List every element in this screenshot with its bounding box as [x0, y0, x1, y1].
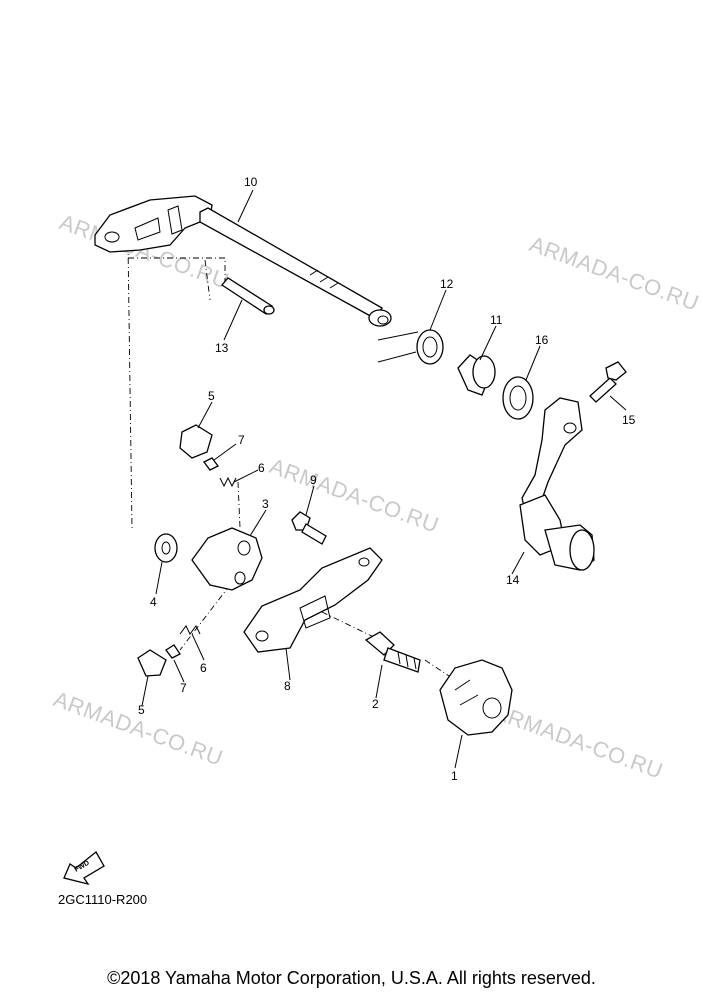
callout-8: 8: [284, 679, 291, 693]
watermark: ARMADA-CO.RU: [266, 453, 442, 537]
fwd-arrow-icon: FWD: [63, 851, 105, 886]
callout-5-lower: 5: [138, 703, 145, 717]
spring-6-upper: [219, 476, 237, 488]
callout-12: 12: [440, 277, 454, 291]
spring-6-lower: [179, 625, 201, 635]
bolt-2: [364, 631, 421, 673]
bolt-15: [589, 361, 627, 403]
watermark: ARMADA-CO.RU: [490, 699, 666, 783]
callout-11: 11: [490, 313, 503, 327]
pin: [221, 277, 275, 315]
callout-7-upper: 7: [238, 433, 245, 447]
screw-9: [291, 511, 327, 545]
leader-lines: [141, 189, 627, 769]
segment: [191, 527, 263, 591]
diagram-code: 2GC1110-R200: [58, 892, 148, 907]
spring: [377, 329, 444, 365]
callout-2: 2: [372, 697, 379, 711]
callout-1: 1: [451, 769, 458, 783]
callout-4: 4: [150, 595, 157, 609]
stopper-plate: [243, 547, 383, 653]
callout-5-upper: 5: [208, 389, 215, 403]
callout-7-lower: 7: [180, 681, 187, 695]
roller-upper: [179, 424, 213, 459]
callout-6-upper: 6: [258, 461, 265, 475]
washer: [154, 533, 178, 563]
callout-3: 3: [262, 497, 269, 511]
collar: [457, 354, 496, 396]
callout-15: 15: [622, 413, 636, 427]
callout-16: 16: [535, 333, 549, 347]
roller-lower: [137, 649, 167, 677]
pin-7-lower: [165, 644, 181, 659]
oil-seal: [502, 376, 534, 420]
callout-14: 14: [506, 573, 520, 587]
callout-9: 9: [310, 473, 317, 487]
callout-13: 13: [215, 341, 229, 355]
assembly-lines: [127, 244, 471, 691]
cam: [439, 659, 513, 736]
callout-6-lower: 6: [200, 661, 207, 675]
watermark: ARMADA-CO.RU: [526, 231, 702, 315]
copyright: ©2018 Yamaha Motor Corporation, U.S.A. A…: [107, 968, 596, 988]
callouts: 10 12 11 16 15 13 5 7 6 9 3 4 6 7 5 8 2 …: [138, 175, 636, 783]
shift-shaft: [94, 195, 392, 327]
shift-pedal: [519, 397, 595, 571]
pin-7-upper: [203, 457, 219, 471]
watermark: ARMADA-CO.RU: [50, 686, 226, 770]
callout-10: 10: [244, 175, 258, 189]
